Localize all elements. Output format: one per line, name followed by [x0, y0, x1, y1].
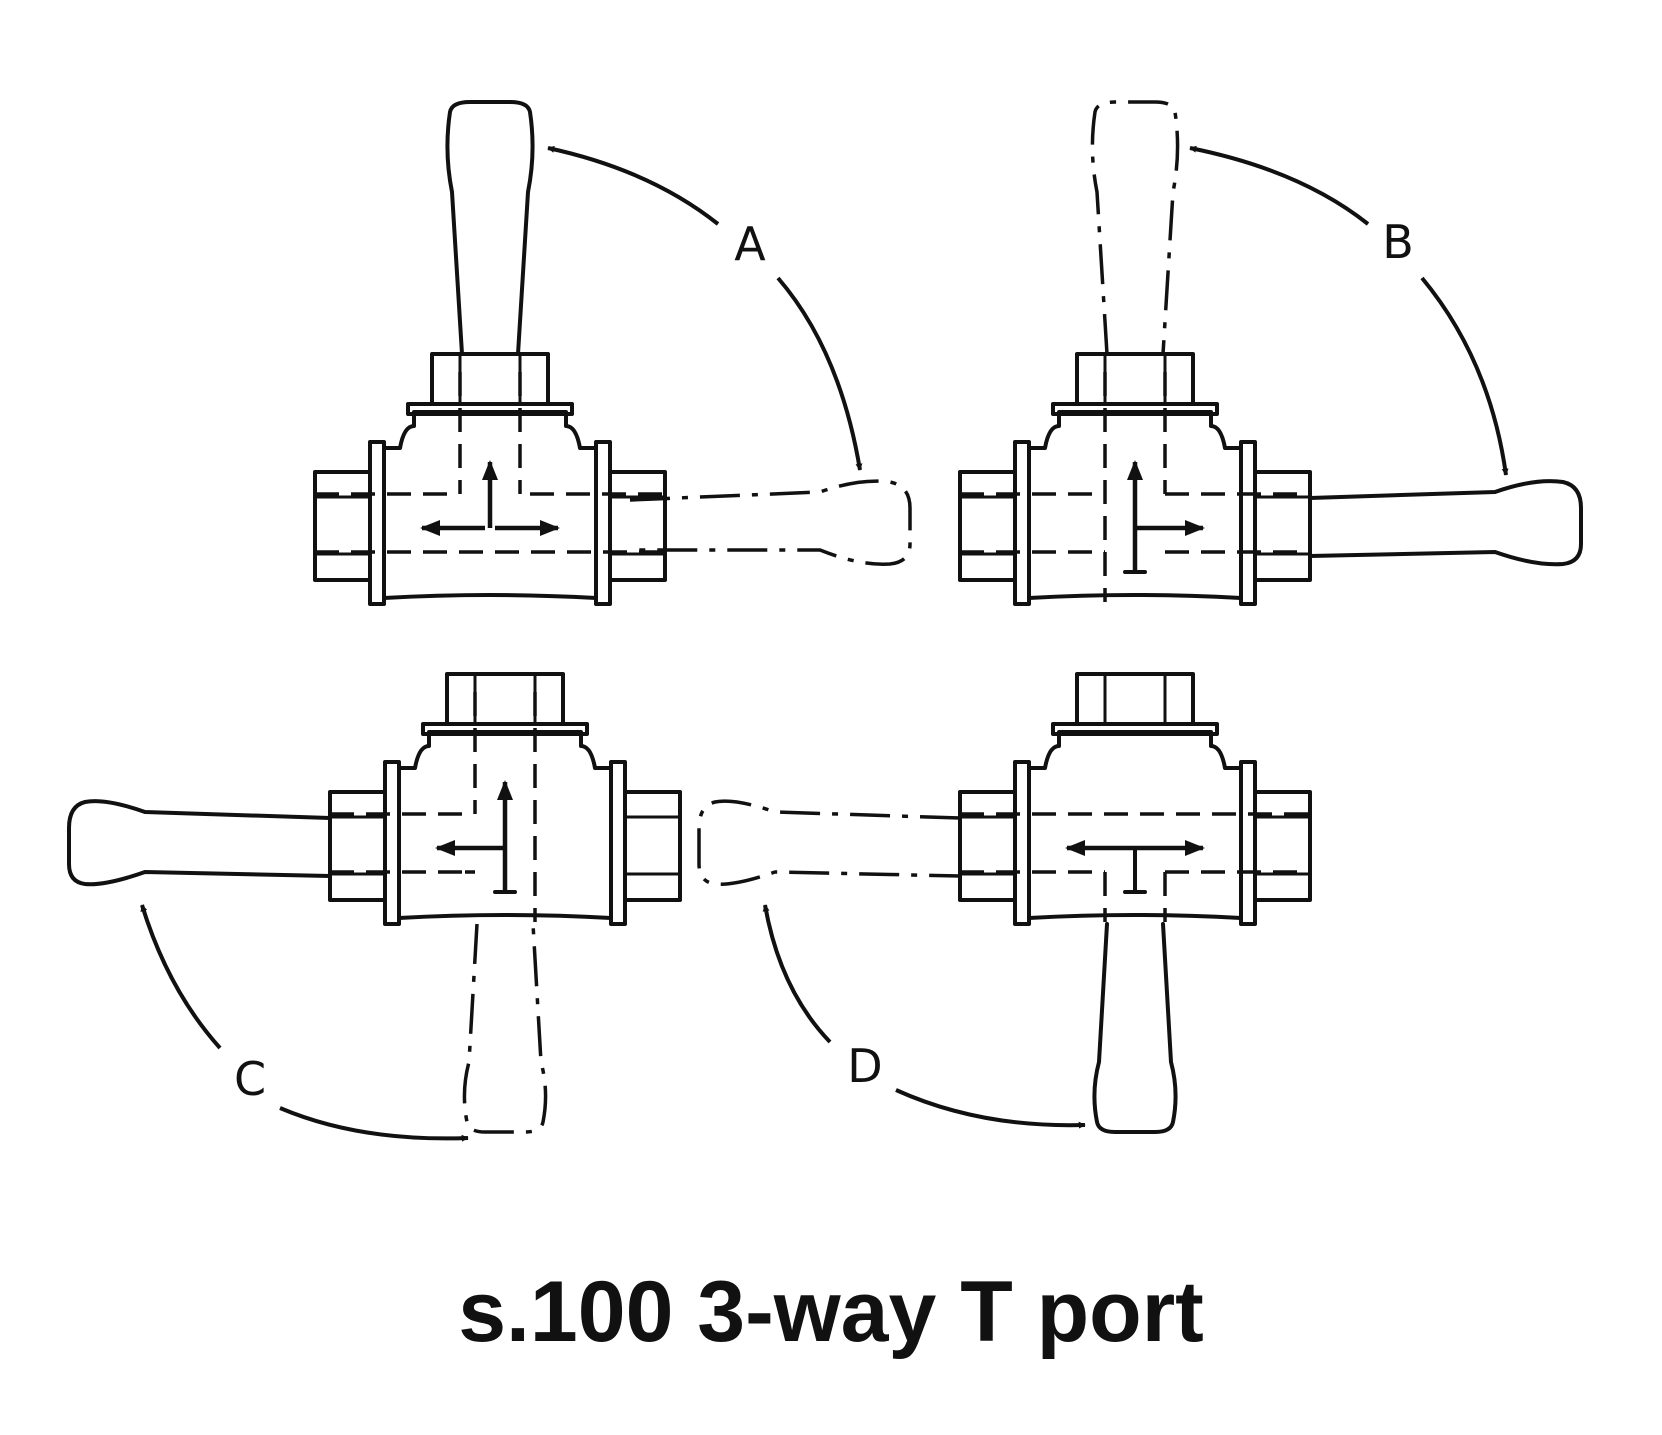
handle-phantom: [462, 923, 548, 1134]
handle-solid: [1092, 922, 1178, 1134]
handle-phantom: [1090, 100, 1180, 355]
handle-solid: [445, 100, 535, 356]
rotation-arc-d-upper: [762, 904, 832, 1044]
handle-phantom: [697, 799, 961, 886]
valve-c: [67, 672, 682, 1134]
valve-d: [697, 672, 1312, 1134]
rotation-arc-c-lower: [279, 1106, 469, 1142]
rotation-arc-b-lower: [1420, 276, 1509, 476]
rotation-arc-d-lower: [895, 1088, 1086, 1129]
handle-phantom: [629, 479, 912, 566]
valve-a: [313, 100, 912, 606]
position-label-d: D: [847, 1039, 882, 1093]
rotation-arc-a-upper: [547, 145, 720, 226]
position-label-b: B: [1382, 215, 1414, 269]
diagram-caption: s.100 3-way T port: [458, 1264, 1204, 1360]
handle-solid: [67, 799, 332, 887]
valve-b: [958, 100, 1583, 606]
rotation-arc-a-lower: [776, 276, 863, 471]
rotation-arc-c-upper: [140, 904, 222, 1050]
rotation-arc-b-upper: [1189, 145, 1370, 226]
position-label-a: A: [734, 217, 766, 271]
handle-solid: [1308, 479, 1583, 567]
position-label-c: C: [234, 1052, 266, 1106]
